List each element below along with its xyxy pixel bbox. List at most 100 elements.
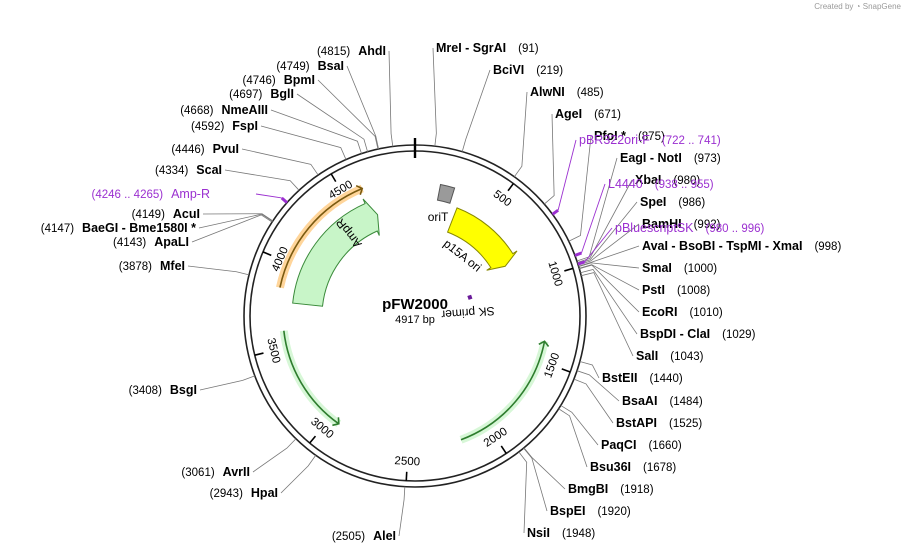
leader-line <box>296 93 368 152</box>
p15a-ori-feature-arrow <box>446 207 518 271</box>
site-name: AvaI - BsoBI - TspMI - XmaI <box>642 239 802 253</box>
leader-line <box>578 262 640 269</box>
leader-line <box>568 135 592 242</box>
tick-label-500: 500 <box>491 188 514 209</box>
site-bspei: BspEI (1920) <box>523 447 631 518</box>
primer-mark <box>551 208 560 216</box>
leader-line <box>346 65 379 150</box>
site-position: (1525) <box>669 418 702 430</box>
primer-mark <box>280 196 288 204</box>
sk-primer-label: SK primer <box>441 304 495 322</box>
site-xbai: XbaI(980) <box>577 173 700 263</box>
site-position: (1043) <box>670 351 703 363</box>
leader-line <box>202 213 274 222</box>
tick-label-1000: 1000 <box>545 260 564 288</box>
site-name: BsgI <box>170 383 197 397</box>
site-avai-bsobi-tspmi-xmai: AvaI - BsoBI - TspMI - XmaI(998) <box>578 239 841 267</box>
site-position: (1484) <box>669 396 702 408</box>
site-position: (973) <box>694 153 721 165</box>
site-position: (1660) <box>648 440 681 452</box>
orf-arc-left-halo <box>279 330 342 428</box>
site-position: (1920) <box>597 506 630 518</box>
site-name: BsaI <box>318 59 344 73</box>
site-name: BspEI <box>550 504 585 518</box>
site-position: (992) <box>694 219 721 231</box>
site-name: SmaI <box>642 261 672 275</box>
primer-l4440: L4440(938 .. 955) <box>574 177 714 257</box>
site-mrei-sgrai: MreI - SgrAI(91) <box>432 41 539 147</box>
site-bstapi: BstAPI(1525) <box>573 378 702 430</box>
site-ecori: EcoRI(1010) <box>579 264 723 319</box>
orf-arc-left-arrowhead <box>332 417 340 427</box>
site-name: NmeAIII <box>221 103 268 117</box>
orf-arc-right <box>460 341 546 441</box>
site-bsaai: BsaAI(1484) <box>576 370 703 408</box>
primer-range: (980 .. 996) <box>706 223 765 235</box>
site-avrii: AvrII(3061) <box>181 438 297 479</box>
site-fspi: FspI(4592) <box>191 119 347 160</box>
orf-arc-right-halo <box>459 340 549 444</box>
tick-mark-2000 <box>500 445 507 454</box>
primer-leader <box>557 139 577 211</box>
snapgene-logo-icon: ◔ <box>855 2 861 11</box>
site-position: (3061) <box>181 467 214 479</box>
site-name: AcuI <box>173 207 200 221</box>
site-position: (4143) <box>113 237 146 249</box>
leader-line <box>252 438 297 473</box>
primer-mark <box>577 260 586 266</box>
site-nmeaiii: NmeAIII (4668) <box>180 103 362 154</box>
site-baegi-bme1580i: BaeGI - Bme1580I *(4147) <box>41 213 273 235</box>
orit-label: oriT <box>428 210 449 224</box>
leader-line <box>560 405 599 446</box>
leader-line <box>398 486 406 537</box>
site-position: (3878) <box>119 261 152 273</box>
leader-line <box>518 451 528 534</box>
site-name: PaqCI <box>601 438 636 452</box>
leader-line <box>523 447 548 512</box>
site-name: AleI <box>373 529 396 543</box>
site-scai: ScaI(4334) <box>155 163 300 191</box>
site-apali: ApaLI(4143) <box>113 214 273 249</box>
site-mfei: MfeI(3878) <box>119 259 250 276</box>
leader-line <box>270 109 362 154</box>
site-name: BpmI <box>284 73 315 87</box>
orit-feature-block <box>436 183 456 204</box>
site-name: BamHI <box>642 217 682 231</box>
site-nsii: NsiI(1948) <box>518 451 595 540</box>
tick-mark-4500 <box>330 173 337 183</box>
site-position: (485) <box>577 87 604 99</box>
site-position: (1008) <box>677 285 710 297</box>
site-position: (980) <box>673 175 700 187</box>
site-position: (4334) <box>155 165 188 177</box>
site-smai: SmaI(1000) <box>578 261 717 275</box>
orf-arc-left <box>283 330 340 425</box>
site-bpmi: BpmI (4746) <box>243 73 379 150</box>
tick-mark-3000 <box>309 435 317 444</box>
site-position: (2505) <box>332 531 365 543</box>
backbone <box>243 138 587 488</box>
site-bsgi: BsgI(3408) <box>129 375 255 397</box>
site-bcivi: BciVI(219) <box>461 63 563 152</box>
leader-line <box>513 91 528 178</box>
site-hpai: HpaI(2943) <box>210 455 317 500</box>
ampr-outline-arrowhead <box>355 184 364 196</box>
site-position: (4749) <box>276 61 309 73</box>
site-position: (1948) <box>562 528 595 540</box>
site-position: (671) <box>594 109 621 121</box>
credit-prefix: Created by <box>814 2 854 11</box>
site-position: (4668) <box>180 105 213 117</box>
leader-line <box>580 268 638 335</box>
snapgene-credit: Created by ◔ SnapGene <box>814 2 901 11</box>
leader-line <box>573 378 614 424</box>
site-position: (4592) <box>191 121 224 133</box>
site-labels: MreI - SgrAI(91)BciVI(219)AlwNI(485)AgeI… <box>41 41 842 543</box>
tick-mark-4000 <box>262 251 272 257</box>
site-name: BaeGI - Bme1580I * <box>82 221 196 235</box>
leader-line <box>577 179 633 263</box>
site-position: (4746) <box>243 75 276 87</box>
leader-line <box>461 69 491 152</box>
leader-line <box>576 370 620 402</box>
tick-label-2500: 2500 <box>394 455 420 468</box>
site-name: PstI <box>642 283 665 297</box>
primer-name: L4440 <box>608 177 643 191</box>
